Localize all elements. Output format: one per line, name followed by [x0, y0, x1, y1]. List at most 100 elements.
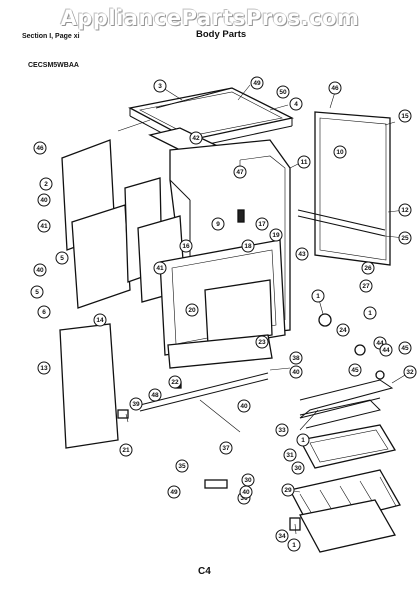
rear-panel: [314, 111, 391, 266]
callout-label: 3: [158, 83, 162, 90]
callout-14: 14: [93, 313, 107, 327]
oven-door: [137, 215, 286, 356]
callout-4: 4: [289, 97, 303, 111]
callout-label: 14: [96, 317, 104, 324]
callout-1: 1: [296, 433, 310, 447]
callout-16: 16: [179, 239, 193, 253]
callout-11: 11: [297, 155, 311, 169]
callout-label: 31: [286, 452, 294, 459]
callout-40: 40: [239, 485, 253, 499]
callout-label: 13: [40, 365, 48, 372]
callout-3: 3: [153, 79, 167, 93]
callout-9: 9: [211, 217, 225, 231]
callout-label: 36: [240, 495, 248, 502]
callout-25: 25: [398, 231, 412, 245]
page-title: Body Parts: [196, 29, 247, 40]
callout-1: 1: [363, 306, 377, 320]
callout-label: 23: [258, 339, 266, 346]
lower-tray: [299, 499, 396, 553]
callout-49: 49: [250, 76, 264, 90]
callout-37: 37: [219, 441, 233, 455]
callout-label: 5: [35, 289, 39, 296]
page-number: C4: [198, 566, 211, 577]
callout-5: 5: [55, 251, 69, 265]
callout-label: 29: [284, 487, 292, 494]
callout-label: 22: [171, 379, 179, 386]
callout-label: 41: [40, 223, 48, 230]
callout-1: 1: [287, 538, 301, 552]
callout-label: 34: [278, 533, 286, 540]
callout-label: 40: [240, 403, 248, 410]
callout-40: 40: [237, 399, 251, 413]
callout-label: 46: [331, 85, 339, 92]
callout-label: 38: [292, 355, 300, 362]
callout-34: 34: [275, 529, 289, 543]
callout-46: 46: [33, 141, 47, 155]
callout-label: 20: [188, 307, 196, 314]
callout-label: 19: [272, 232, 280, 239]
callout-label: 40: [292, 369, 300, 376]
callout-10: 10: [333, 145, 347, 159]
callout-23: 23: [255, 335, 269, 349]
callout-label: 30: [294, 465, 302, 472]
callout-label: 43: [298, 251, 306, 258]
callout-label: 11: [301, 159, 308, 166]
callout-1: 1: [311, 289, 325, 303]
callout-label: 48: [151, 392, 159, 399]
callout-label: 45: [401, 345, 409, 352]
callout-42: 42: [189, 131, 203, 145]
callout-label: 6: [42, 309, 46, 316]
callout-39: 39: [129, 397, 143, 411]
callout-30: 30: [291, 461, 305, 475]
callout-label: 44: [382, 347, 390, 354]
callout-12: 12: [398, 203, 412, 217]
section-label: Section I, Page xi: [22, 33, 80, 40]
model-number: CECSM5WBAA: [28, 62, 79, 69]
callout-label: 5: [60, 255, 64, 262]
callout-47: 47: [233, 165, 247, 179]
broiler-pan: [299, 424, 397, 469]
callout-38: 38: [289, 351, 303, 365]
rails: [139, 87, 386, 412]
callout-label: 17: [258, 221, 266, 228]
callout-26: 26: [361, 261, 375, 275]
callout-label: 50: [279, 89, 287, 96]
callout-27: 27: [359, 279, 373, 293]
callout-33: 33: [275, 423, 289, 437]
callout-label: 18: [244, 243, 252, 250]
callout-40: 40: [33, 263, 47, 277]
callout-49: 49: [167, 485, 181, 499]
callout-label: 45: [351, 367, 359, 374]
callout-label: 26: [364, 265, 372, 272]
callout-label: 44: [376, 340, 384, 347]
callout-44: 44: [379, 343, 393, 357]
callout-label: 2: [44, 181, 48, 188]
callout-20: 20: [185, 303, 199, 317]
callout-label: 33: [278, 427, 286, 434]
callout-22: 22: [168, 375, 182, 389]
callout-label: 40: [242, 489, 250, 496]
callout-label: 16: [182, 243, 190, 250]
callout-label: 1: [316, 293, 320, 300]
callout-30: 30: [241, 473, 255, 487]
callout-label: 12: [401, 207, 409, 214]
callout-label: 4: [294, 101, 298, 108]
callout-45: 45: [348, 363, 362, 377]
callout-41: 41: [153, 261, 167, 275]
callout-label: 49: [170, 489, 178, 496]
kick-panel: [59, 323, 273, 449]
callout-label: 49: [253, 80, 261, 87]
callout-31: 31: [283, 448, 297, 462]
callout-29: 29: [281, 483, 295, 497]
callout-2: 2: [39, 177, 53, 191]
callout-15: 15: [398, 109, 412, 123]
callout-label: 1: [368, 310, 372, 317]
callout-32: 32: [403, 365, 417, 379]
callout-18: 18: [241, 239, 255, 253]
callout-label: 27: [362, 283, 370, 290]
callout-label: 21: [122, 447, 130, 454]
callout-label: 40: [36, 267, 44, 274]
